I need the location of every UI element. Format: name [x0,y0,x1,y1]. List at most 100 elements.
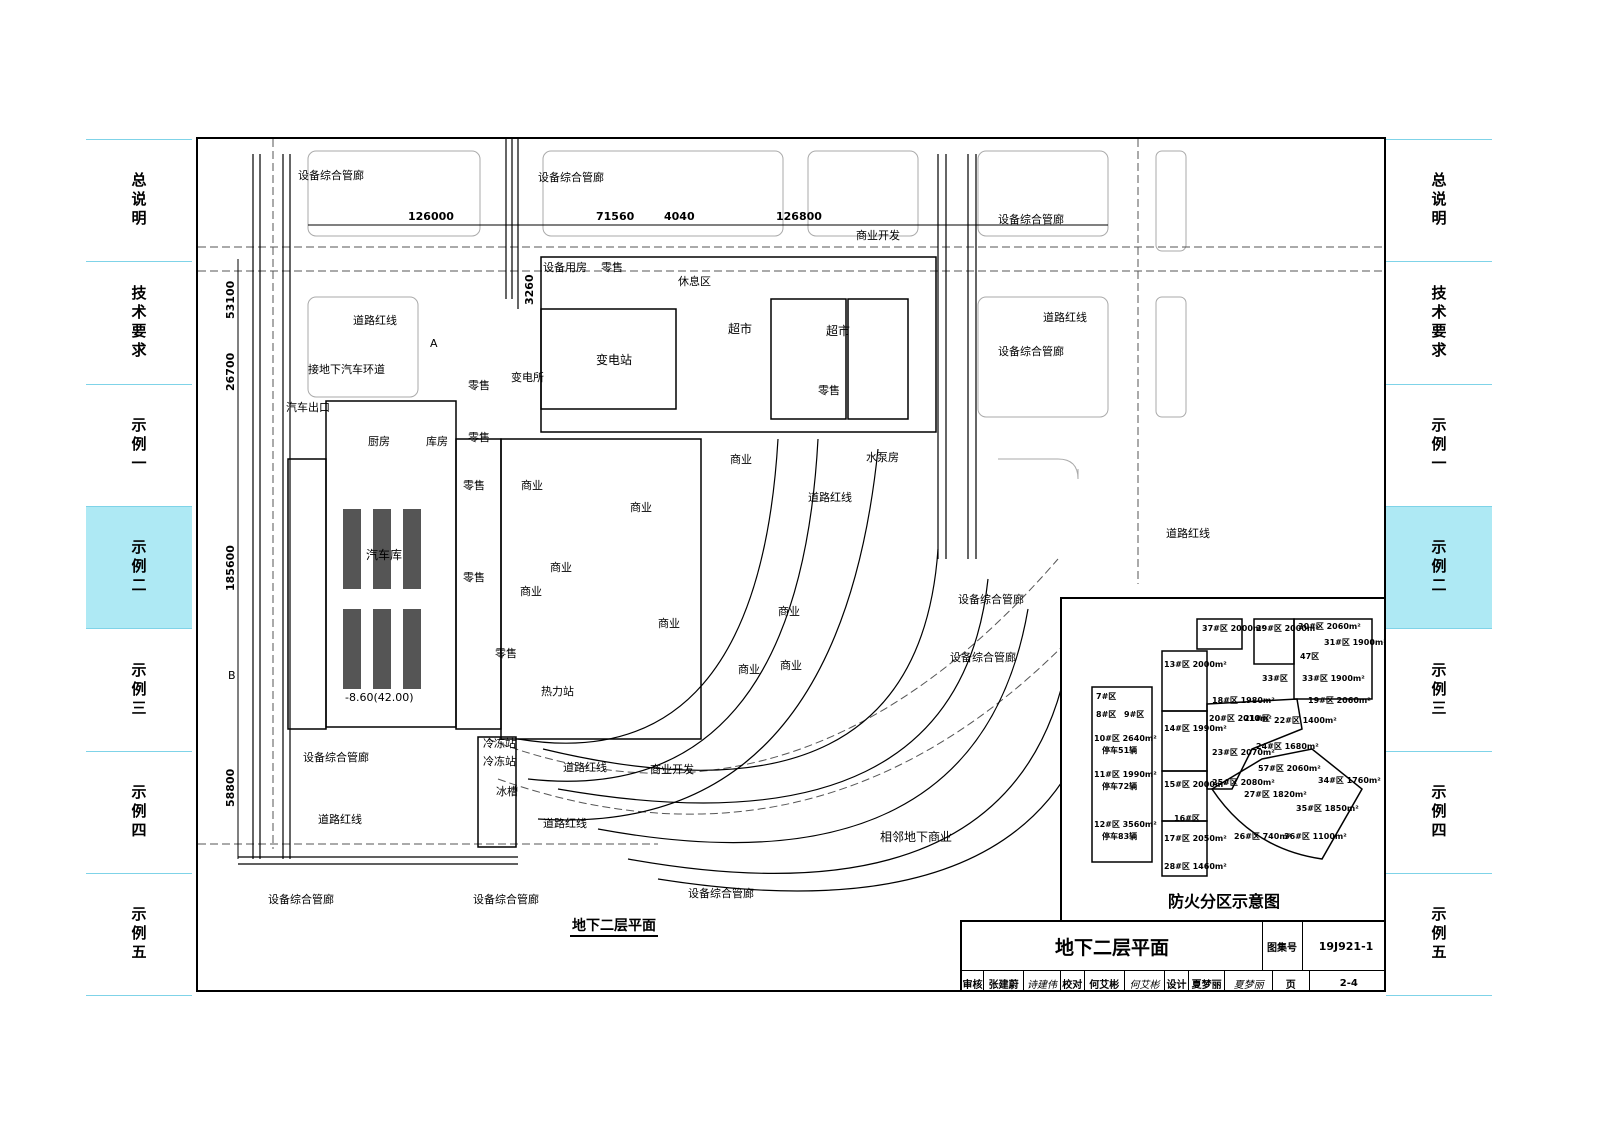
tab-example-1[interactable]: 示例一 [86,385,192,506]
tab-example-2[interactable]: 示例二 [86,507,192,628]
tab-example-2-right[interactable]: 示例二 [1386,507,1492,628]
tab-label: 示例一 [1429,417,1448,474]
tab-example-5-right[interactable]: 示例五 [1386,874,1492,995]
zone-label: 36#区 1100m² [1284,832,1347,841]
road-red-lines [198,139,1384,849]
zone-label: 8#区 [1096,710,1116,719]
label-elevation: -8.60(42.00) [345,691,414,704]
tab-tech-requirements-right[interactable]: 技术要求 [1386,262,1492,384]
review-label: 审核 [962,970,984,990]
label-redline-2: 道路红线 [1043,310,1087,324]
zone-label: 22#区 1400m² [1274,716,1337,725]
label-commerce-8: 商业 [780,658,802,672]
label-garage: 汽车库 [366,547,402,562]
zone-label: 21#区 [1244,714,1270,723]
zone-label: 24#区 1680m² [1256,742,1319,751]
zone-label: 13#区 2000m² [1164,660,1227,669]
label-retail-2: 零售 [468,378,490,392]
label-car-exit: 汽车出口 [286,400,330,414]
tab-example-4[interactable]: 示例四 [86,752,192,873]
zone-label: 12#区 3560m² [1094,820,1157,829]
building-outline [287,256,937,848]
label-redline-3: 道路红线 [808,490,852,504]
designer-name: 夏梦丽 [1189,970,1226,990]
zone-label: 26#区 740m² [1234,832,1292,841]
dimensions: 126000 71560 4040 126800 53100 26700 185… [224,210,1108,859]
label-tunnel-4: 设备综合管廊 [998,344,1064,358]
label-retail-3: 零售 [468,430,490,444]
tab-example-3-right[interactable]: 示例三 [1386,629,1492,751]
tab-general[interactable]: 总说明 [86,140,192,261]
label-retail-1: 零售 [601,260,623,274]
designer-signature: 夏梦丽 [1225,970,1273,990]
label-commerce-7: 商业 [778,604,800,618]
label-tunnel-6: 设备综合管廊 [950,650,1016,664]
tab-label: 示例五 [129,906,148,963]
label-tunnel-2: 设备综合管廊 [538,170,604,184]
label-tunnel-5: 设备综合管廊 [958,592,1024,606]
atlas-label: 图集号 [1262,922,1303,970]
inset-title: 防火分区示意图 [1167,892,1280,911]
title-block-row-2: 审核 张建蔚 诗建伟 校对 何艾彬 何艾彬 设计 夏梦丽 夏梦丽 页 2-4 [962,970,1384,990]
tab-general-right[interactable]: 总说明 [1386,140,1492,261]
zone-label: 14#区 1990m² [1164,724,1227,733]
label-tunnel-9: 设备综合管廊 [473,892,539,906]
label-kitchen: 厨房 [368,435,390,448]
tab-example-5[interactable]: 示例五 [86,874,192,995]
tab-label: 总说明 [129,172,148,229]
dim-left-3: 185600 [224,545,237,591]
zone-label: 29#区 2000m² [1256,624,1319,633]
zone-label: 17#区 2050m² [1164,834,1227,843]
label-connect-loop: 接地下汽车环道 [308,362,385,376]
tab-label: 示例五 [1429,906,1448,963]
zone-label: 停车51辆 [1102,745,1137,755]
label-ice-tank: 冰槽 [496,785,518,798]
zone-label: 15#区 2000m² [1164,780,1227,789]
zone-outlines [1091,618,1373,877]
zone-label: 28#区 1460m² [1164,862,1227,871]
atlas-number: 19J921-1 [1318,939,1374,953]
dim-left-2: 26700 [224,352,237,391]
zone-label: 37#区 2000m² [1202,624,1265,633]
fire-zone-diagram: 37#区 2000m² 29#区 2000m² 30#区 2060m² 31#区… [1091,618,1384,877]
label-supermarket-2: 超市 [826,323,850,338]
label-commerce-4: 商业 [550,560,572,574]
tab-example-3[interactable]: 示例三 [86,629,192,751]
zone-label: 20#区 2010m² [1209,714,1272,723]
zone-label: 57#区 2060m² [1258,764,1321,773]
tab-tech-requirements[interactable]: 技术要求 [86,262,192,384]
utility-corridors [238,139,977,865]
label-retail-7: 零售 [818,383,840,397]
tab-label: 技术要求 [129,285,148,361]
zone-label: 33#区 [1262,674,1288,683]
label-heat-station: 热力站 [541,684,574,698]
dim-vertical-short: 3260 [523,274,536,305]
check-label: 校对 [1061,970,1085,990]
label-redline-1: 道路红线 [353,313,397,327]
label-substation: 变电站 [596,352,632,367]
zone-label: 18#区 1980m² [1212,696,1275,705]
tab-example-1-right[interactable]: 示例一 [1386,385,1492,506]
sheet-title: 地下二层平面 [962,922,1263,970]
label-water-pump: 水泵房 [866,451,899,464]
zone-label: 9#区 [1124,710,1144,719]
zone-label: 16#区 [1174,814,1200,823]
dim-top-2: 71560 [596,210,635,223]
label-tunnel-3: 设备综合管廊 [998,212,1064,226]
label-comm-dev-1: 商业开发 [856,228,900,242]
drawing-sheet: 设备综合管廊 设备综合管廊 设备综合管廊 设备综合管廊 设备综合管廊 设备综合管… [196,137,1386,992]
label-tunnel-8: 设备综合管廊 [268,892,334,906]
plan-labels: 设备综合管廊 设备综合管廊 设备综合管廊 设备综合管廊 设备综合管廊 设备综合管… [228,168,1210,906]
label-retail-5: 零售 [463,570,485,584]
dim-top-4: 126800 [776,210,822,223]
label-commerce-1: 商业 [730,452,752,466]
dim-left-1: 53100 [224,280,237,319]
tab-label: 示例二 [1429,539,1448,596]
label-commerce-2: 商业 [521,478,543,492]
tab-example-4-right[interactable]: 示例四 [1386,752,1492,873]
design-label: 设计 [1165,970,1189,990]
city-blocks [307,150,1187,480]
label-commerce-3: 商业 [520,584,542,598]
commercial-fan [517,438,1099,892]
zone-label: 33#区 1900m² [1302,674,1365,683]
